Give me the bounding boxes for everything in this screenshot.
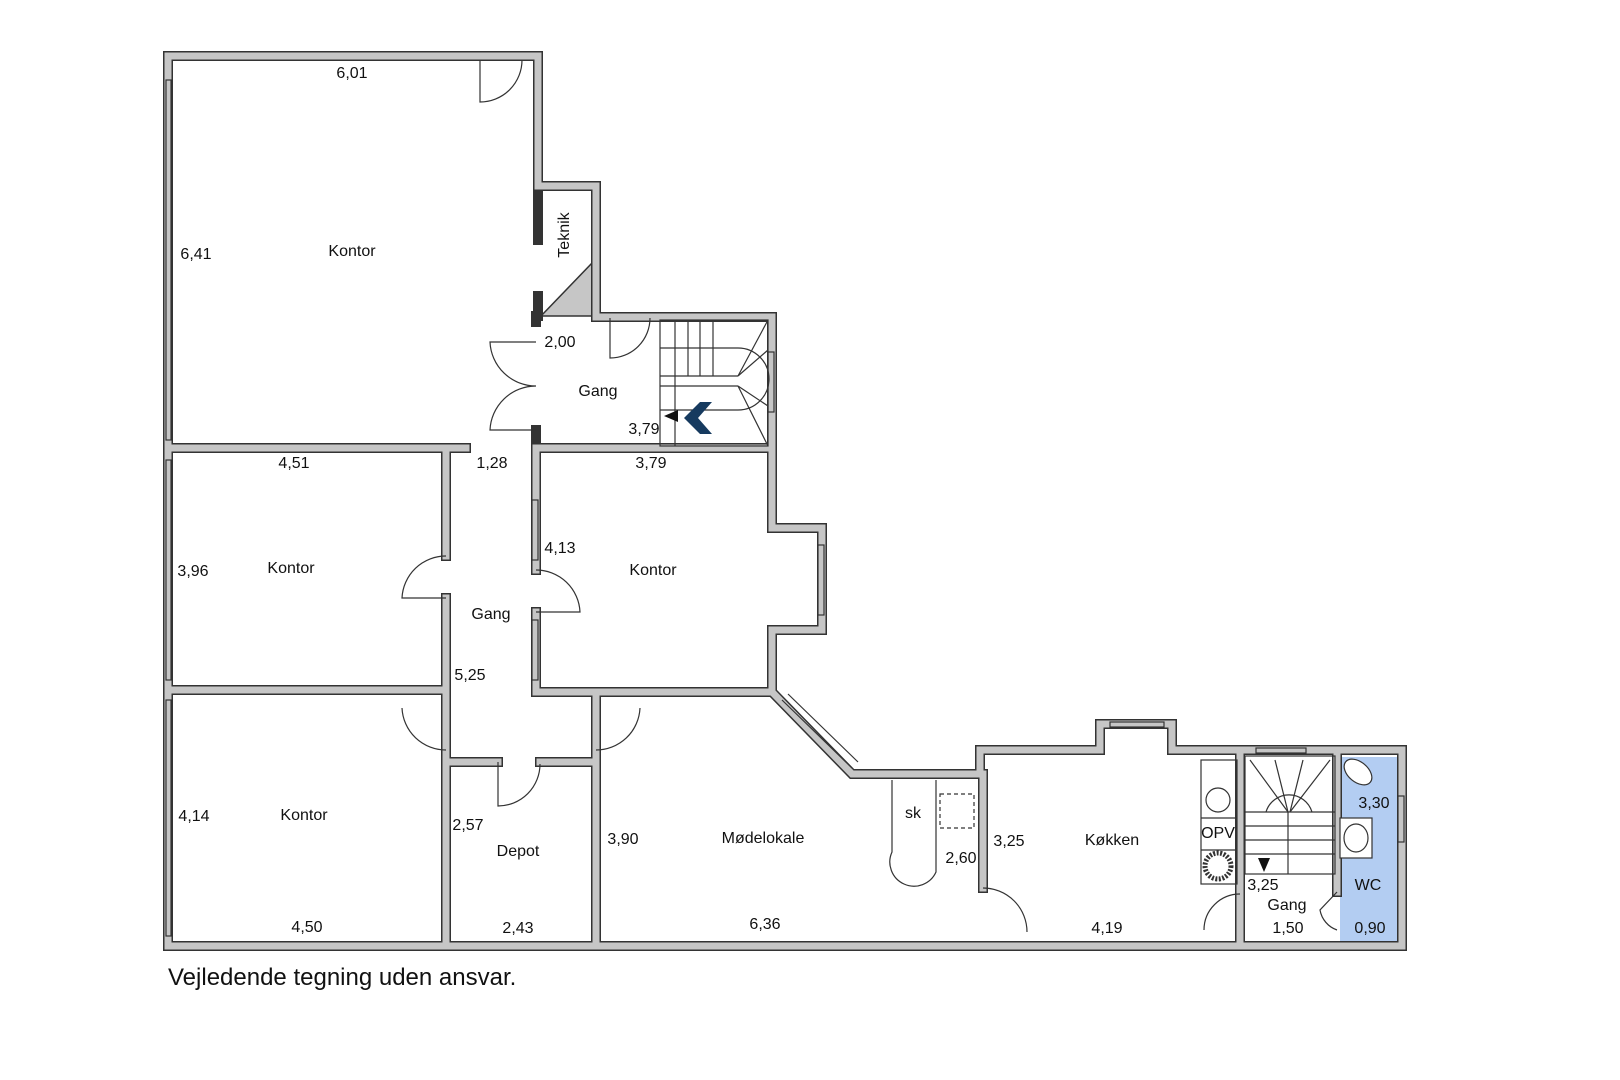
dimension: 3,25 xyxy=(1247,877,1278,894)
dimension: 3,30 xyxy=(1358,795,1389,812)
dimension: 2,00 xyxy=(544,334,575,351)
staircase-upper xyxy=(659,319,770,447)
dimension: 3,25 xyxy=(993,833,1024,850)
dimension: 2,57 xyxy=(452,817,483,834)
dimension: 2,43 xyxy=(502,920,533,937)
dimension: 1,50 xyxy=(1272,920,1303,937)
dimension: 4,14 xyxy=(178,808,209,825)
stair-arrow-icon xyxy=(1258,858,1270,872)
staircase-lower xyxy=(1244,755,1336,875)
dimension: 3,79 xyxy=(628,421,659,438)
room-name: Teknik xyxy=(556,211,573,257)
stair-arrow-icon xyxy=(664,410,678,422)
disclaimer-caption: Vejledende tegning uden ansvar. xyxy=(168,964,517,991)
toilet-icon xyxy=(1343,758,1373,786)
stove-icon xyxy=(1202,850,1234,882)
room-name: Kontor xyxy=(328,243,376,260)
sink-icon xyxy=(1205,787,1231,813)
room-name: WC xyxy=(1355,877,1382,894)
door-swing xyxy=(479,59,523,103)
room-name: Køkken xyxy=(1085,832,1139,849)
dimension: 3,96 xyxy=(177,563,208,580)
dimension: 0,90 xyxy=(1354,920,1385,937)
entrance-marker-icon xyxy=(684,402,712,434)
room-name: sk xyxy=(905,805,922,822)
dimension: 6,41 xyxy=(180,246,211,263)
dimension: 4,50 xyxy=(291,919,322,936)
room-name: Gang xyxy=(471,606,510,623)
room-name: Kontor xyxy=(629,562,677,579)
dimension: 6,36 xyxy=(749,916,780,933)
dimension: 4,51 xyxy=(278,455,309,472)
skylight-icon xyxy=(939,793,975,829)
room-labels: 6,01 Kontor 6,41 Teknik 2,00 Gang 3,79 4… xyxy=(177,65,1389,937)
room-name: OPV xyxy=(1201,825,1235,842)
dimension: 3,90 xyxy=(607,831,638,848)
dimension: 2,60 xyxy=(945,850,976,867)
walls xyxy=(163,51,1407,951)
dimension: 4,13 xyxy=(544,540,575,557)
room-name: Gang xyxy=(578,383,617,400)
room-name: Mødelokale xyxy=(722,830,805,847)
doors xyxy=(401,59,1338,933)
dimension: 4,19 xyxy=(1091,920,1122,937)
dimension: 6,01 xyxy=(336,65,367,82)
dimension: 3,79 xyxy=(635,455,666,472)
room-name: Depot xyxy=(497,843,540,860)
dimension: 1,28 xyxy=(476,455,507,472)
teknik-shaft xyxy=(539,260,594,317)
room-name: Gang xyxy=(1267,897,1306,914)
windows xyxy=(165,79,1405,937)
dimension: 5,25 xyxy=(454,667,485,684)
room-name: Kontor xyxy=(280,807,328,824)
kitchen-fixtures xyxy=(939,758,1373,885)
room-name: Kontor xyxy=(267,560,315,577)
